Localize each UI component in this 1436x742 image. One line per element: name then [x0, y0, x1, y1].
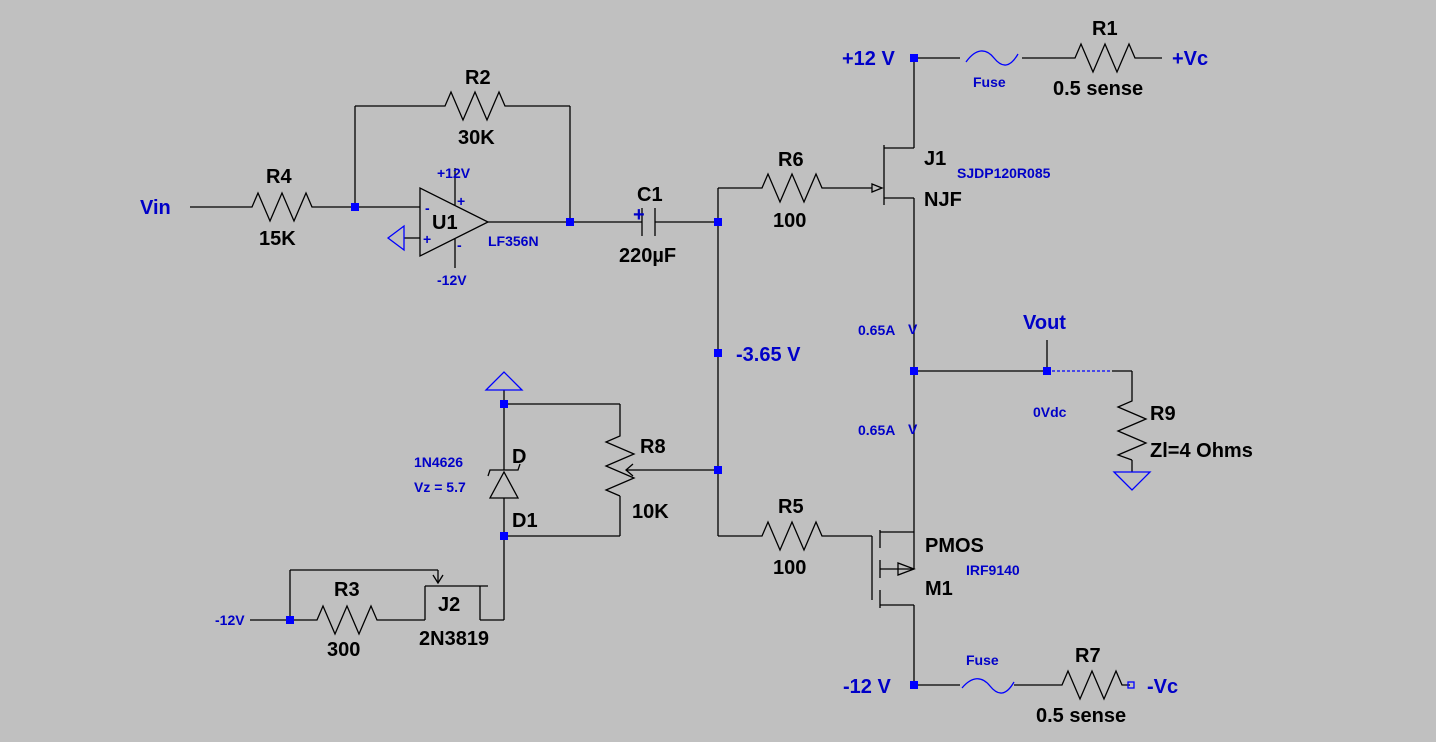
label-r1-name: R1 [1092, 18, 1118, 40]
node-u1-output[interactable] [566, 218, 574, 226]
label-r3-name: R3 [334, 579, 360, 601]
pmos-m1-symbol[interactable] [871, 530, 916, 608]
label-neg12-left: -12V [215, 612, 245, 628]
node-pos12[interactable] [910, 54, 918, 62]
r8-wiper-arrow-icon [625, 463, 640, 477]
label-neg12: -12 V [843, 676, 891, 698]
label-d1-ref: D [512, 446, 526, 468]
label-u1-plus-top: + [457, 193, 465, 209]
label-r5-name: R5 [778, 496, 804, 518]
resistor-r4[interactable] [245, 191, 318, 223]
label-r7-name: R7 [1075, 645, 1101, 667]
label-u1-minus-bottom: - [457, 237, 462, 253]
node-neg12[interactable] [910, 681, 918, 689]
opamp-u1-symbol[interactable] [404, 168, 490, 268]
label-r6-name: R6 [778, 149, 804, 171]
label-d1-name: D1 [512, 510, 538, 532]
node-vout[interactable] [1043, 367, 1051, 375]
node-u1-inverting[interactable] [351, 203, 359, 211]
resistor-r9[interactable] [1116, 395, 1148, 461]
zener-diode-d1-symbol[interactable] [487, 463, 521, 499]
label-j1-type: NJF [924, 189, 962, 211]
label-bias-voltage: -3.65 V [736, 344, 801, 366]
label-pos-vc: +Vc [1172, 48, 1208, 70]
label-d1-vz: Vz = 5.7 [414, 479, 466, 495]
label-m1-type: PMOS [925, 535, 984, 557]
resistor-r1[interactable] [1068, 42, 1140, 74]
label-u1-neg-supply: -12V [437, 272, 467, 288]
node-r8-wiper[interactable] [714, 466, 722, 474]
label-r2-value: 30K [458, 127, 495, 149]
label-r7-value: 0.5 sense [1036, 705, 1126, 727]
label-fuse-bottom: Fuse [966, 652, 999, 668]
label-m1-name: M1 [925, 578, 953, 600]
label-r3-value: 300 [327, 639, 360, 661]
ground-icon [386, 224, 405, 252]
label-c1-value: 220µF [619, 245, 676, 267]
label-u1-minus: - [425, 200, 430, 216]
label-r4-value: 15K [259, 228, 296, 250]
label-vout-dc: 0Vdc [1033, 404, 1067, 420]
resistor-r3[interactable] [310, 604, 380, 636]
label-current-top: 0.65A [858, 322, 895, 338]
capacitor-c1-symbol[interactable] [641, 208, 656, 236]
label-r8-name: R8 [640, 436, 666, 458]
resistor-r6[interactable] [755, 172, 828, 204]
label-r9-value: Zl=4 Ohms [1150, 440, 1253, 462]
label-u1-pos-supply: +12V [437, 165, 471, 181]
label-j2-name: J2 [438, 594, 460, 616]
label-j1-name: J1 [924, 148, 946, 170]
label-pos12: +12 V [842, 48, 895, 70]
label-vin: Vin [140, 197, 171, 219]
label-u1-name: U1 [432, 212, 458, 234]
jfet-j2-symbol[interactable] [424, 570, 488, 620]
resistor-r5[interactable] [755, 520, 828, 552]
jfet-j1-symbol[interactable] [871, 145, 914, 205]
label-r4-name: R4 [266, 166, 292, 188]
label-r1-value: 0.5 sense [1053, 78, 1143, 100]
terminal-neg-vc[interactable] [1127, 681, 1135, 689]
label-c1-name: C1 [637, 184, 663, 206]
node-output[interactable] [910, 367, 918, 375]
label-r6-value: 100 [773, 210, 806, 232]
label-current-bottom: 0.65A [858, 422, 895, 438]
label-r2-name: R2 [465, 67, 491, 89]
label-u1-plus: + [423, 231, 431, 247]
node-zener-top[interactable] [500, 400, 508, 408]
label-r9-name: R9 [1150, 403, 1176, 425]
label-m1-model: IRF9140 [966, 562, 1020, 578]
label-v-marker-bottom: V [908, 421, 918, 437]
label-fuse-top: Fuse [973, 74, 1006, 90]
label-c1-polarity: + [633, 204, 645, 226]
reference-arrow-icon [484, 371, 524, 391]
resistor-r2[interactable] [438, 90, 512, 122]
label-r5-value: 100 [773, 557, 806, 579]
label-r8-value: 10K [632, 501, 669, 523]
potentiometer-r8[interactable] [604, 430, 636, 497]
node-c1-bias[interactable] [714, 218, 722, 226]
nodes [286, 54, 1051, 689]
label-j1-model: SJDP120R085 [957, 165, 1051, 181]
label-neg-vc: -Vc [1147, 676, 1178, 698]
node-zener-bottom[interactable] [500, 532, 508, 540]
label-v-marker-top: V [908, 321, 918, 337]
label-d1-model: 1N4626 [414, 454, 463, 470]
fuse-top-icon[interactable] [965, 50, 1019, 66]
fuse-bottom-icon[interactable] [961, 678, 1015, 694]
resistor-r7[interactable] [1055, 669, 1128, 701]
node-neg12-left[interactable] [286, 616, 294, 624]
wires [190, 57, 1162, 686]
label-u1-model: LF356N [488, 233, 539, 249]
ground-icon-load [1112, 471, 1152, 491]
node-bias-voltage[interactable] [714, 349, 722, 357]
label-j2-model: 2N3819 [419, 628, 489, 650]
label-vout: Vout [1023, 312, 1066, 334]
